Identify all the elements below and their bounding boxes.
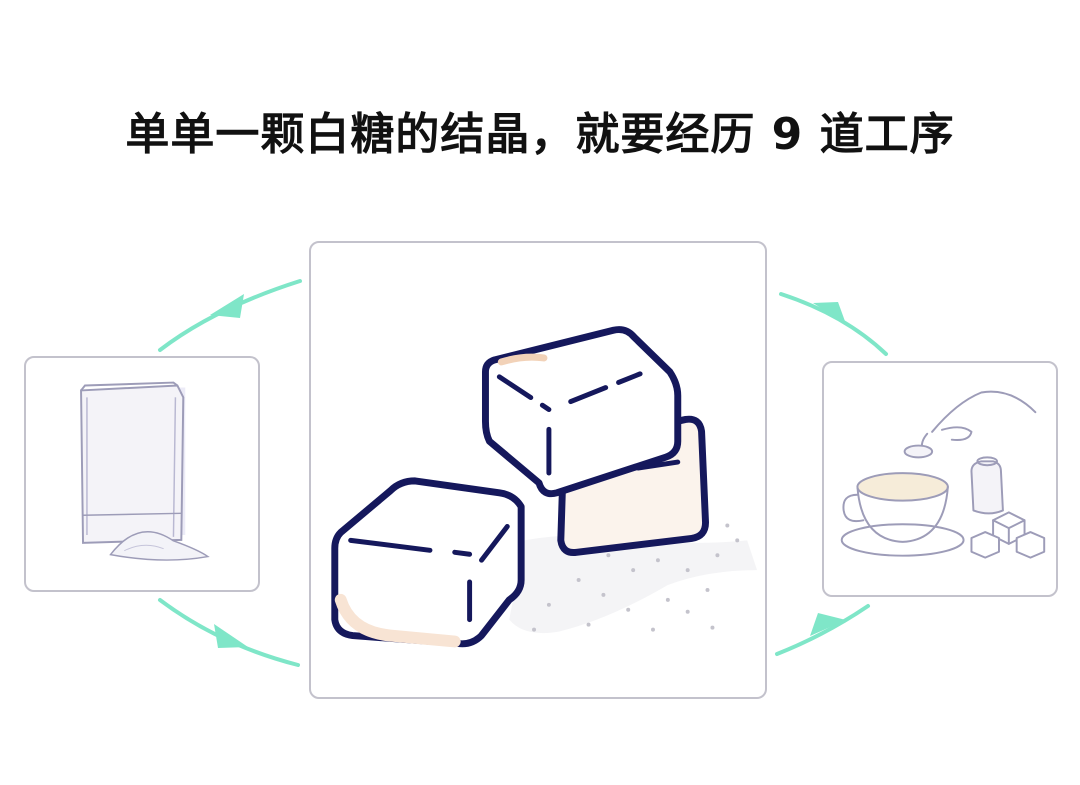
arrow-top-right xyxy=(779,292,888,356)
sugar-cubes-icon xyxy=(331,326,758,648)
arrowhead-top-right xyxy=(813,302,846,324)
arrowhead-top-left xyxy=(210,294,244,318)
arrow-bottom-left xyxy=(158,598,300,667)
arrow-bottom-right xyxy=(775,604,870,656)
page-title: 单单一颗白糖的结晶，就要经历 9 道工序 xyxy=(125,109,955,160)
arrow-top-left xyxy=(158,279,302,352)
arrowhead-bottom-right xyxy=(810,613,846,636)
panel-sugar-cubes xyxy=(309,241,767,699)
tea-cup-with-sugar-icon xyxy=(840,390,1046,559)
panel-coffee-cup xyxy=(822,361,1058,597)
panel-sugar-bag xyxy=(24,356,260,592)
arrowhead-bottom-left xyxy=(214,624,248,648)
sugar-bag-icon xyxy=(80,381,210,561)
